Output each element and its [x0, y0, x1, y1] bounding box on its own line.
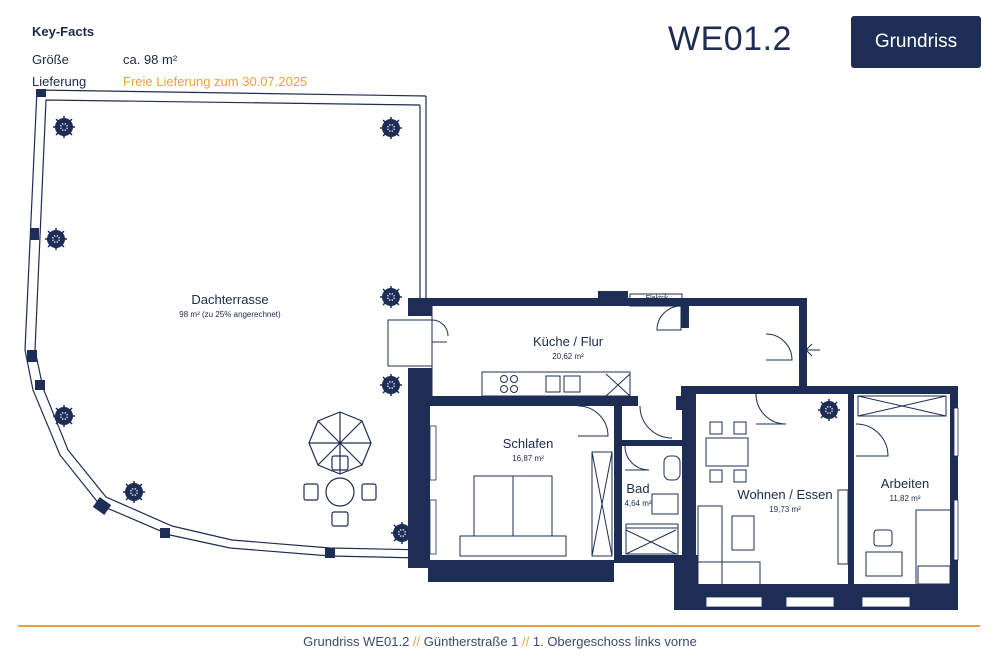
room-wohnen: Wohnen / Essen 19,73 m²: [725, 487, 845, 514]
room-name: Schlafen: [502, 436, 554, 451]
footer-separator: //: [518, 634, 533, 649]
room-bad: Bad 4,64 m²: [618, 481, 658, 508]
footer-title: Grundriss WE01.2: [303, 634, 410, 649]
size-value: ca. 98 m²: [123, 52, 178, 67]
interior-lines: [387, 293, 953, 587]
footer: Grundriss WE01.2 // Güntherstraße 1 // 1…: [0, 634, 1000, 649]
terrace-furniture: [303, 411, 377, 527]
footer-separator: //: [409, 634, 424, 649]
delivery-label: Lieferung: [32, 74, 87, 89]
plant-icons: [44, 115, 841, 545]
room-area: 19,73 m²: [769, 505, 801, 514]
size-label: Größe: [32, 52, 69, 67]
footer-address: Güntherstraße 1: [423, 634, 519, 649]
room-arbeiten: Arbeiten 11,82 m²: [865, 476, 945, 503]
room-name: Wohnen / Essen: [737, 487, 833, 502]
footer-divider: [18, 625, 980, 627]
room-name: Dachterrasse: [191, 292, 269, 307]
room-area: 11,82 m²: [889, 494, 921, 503]
terrace-outline: [24, 89, 429, 559]
room-schlafen: Schlafen 16,87 m²: [478, 436, 578, 463]
room-kueche: Küche / Flur 20,62 m²: [508, 334, 628, 361]
keyfacts-title: Key-Facts: [32, 24, 95, 39]
room-area: 16,87 m²: [512, 454, 544, 463]
walls: [408, 291, 958, 610]
room-area: 4,64 m²: [624, 499, 652, 508]
room-name: Arbeiten: [880, 476, 930, 491]
room-area: 20,62 m²: [552, 352, 584, 361]
room-name: Küche / Flur: [532, 334, 604, 349]
windows: [429, 407, 959, 608]
grundriss-button[interactable]: Grundriss: [851, 16, 981, 68]
delivery-value: Freie Lieferung zum 30.07.2025: [123, 74, 308, 89]
footer-floor: 1. Obergeschoss links vorne: [532, 634, 697, 649]
room-name: Bad: [626, 481, 650, 496]
unit-id: WE01.2: [668, 20, 792, 58]
terrace-posts: [27, 89, 335, 558]
room-area: 98 m² (zu 25% angerechnet): [179, 310, 281, 319]
elektrik-label: Elektrik: [645, 295, 669, 302]
room-dachterrasse: Dachterrasse 98 m² (zu 25% angerechnet): [130, 292, 330, 319]
